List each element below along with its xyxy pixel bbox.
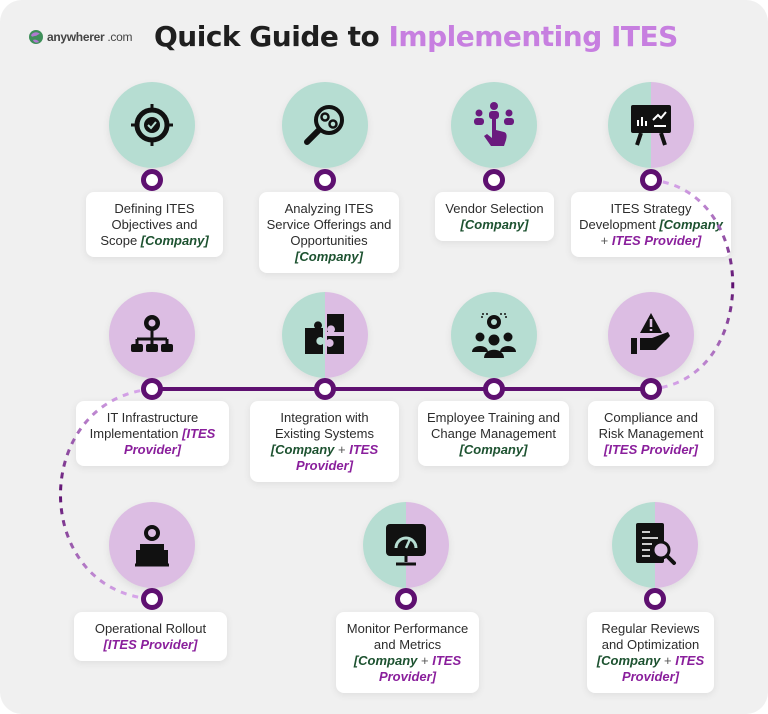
timeline-node: [640, 169, 662, 191]
step-card: Vendor Selection [Company]: [435, 192, 554, 241]
logo-suffix: .com: [107, 30, 133, 44]
role-company: [Company: [596, 653, 661, 668]
timeline-node: [314, 378, 336, 400]
step-card: Employee Training and Change Management …: [418, 401, 569, 466]
magnifier-gears-icon: [304, 105, 344, 145]
step-card: IT Infrastructure Implementation [ITES P…: [76, 401, 229, 466]
step-title: Operational Rollout: [94, 621, 207, 636]
role-company: [Company]: [460, 217, 529, 232]
role-company: [Company: [353, 653, 418, 668]
role-provider: ITES Provider]: [611, 233, 702, 248]
step-icon-circle: [109, 82, 195, 168]
step-title: Monitor Performance and Metrics: [346, 621, 469, 652]
step-card: Compliance and Risk Management [ITES Pro…: [588, 401, 714, 466]
step-card: Analyzing ITES Service Offerings and Opp…: [259, 192, 399, 273]
step-icon-circle: [608, 292, 694, 378]
step-icon-circle: [282, 292, 368, 378]
role-plus: +: [417, 653, 433, 668]
role-company: [Company]: [459, 442, 528, 457]
step-icon-circle: [109, 502, 195, 588]
step-title: Vendor Selection: [445, 201, 544, 216]
hand-warning-icon: [631, 313, 670, 354]
step-title: Defining ITES Objectives and Scope: [100, 201, 198, 248]
role-company: [Company: [659, 217, 723, 232]
timeline-node: [141, 378, 163, 400]
dashed-connector-left: [59, 387, 153, 601]
step-card: ITES Strategy Development [Company + ITE…: [571, 192, 731, 257]
timeline-node: [483, 169, 505, 191]
step-icon-circle: [451, 82, 537, 168]
step-icon-circle: [612, 502, 698, 588]
role-plus: +: [600, 233, 612, 248]
role-company: [Company: [270, 442, 335, 457]
step-title: Integration with Existing Systems: [275, 410, 374, 441]
role-provider: ITES Provider]: [378, 653, 462, 684]
step-card: Operational Rollout [ITES Provider]: [74, 612, 227, 661]
team-gear-icon: [472, 313, 516, 358]
role-provider: [ITES Provider]: [123, 426, 216, 457]
role-provider: ITES Provider]: [295, 442, 379, 473]
step-title: ITES Strategy Development: [579, 201, 692, 232]
role-provider: [ITES Provider]: [103, 637, 198, 652]
document-search-icon: [636, 523, 676, 565]
timeline-node: [640, 378, 662, 400]
step-title: Employee Training and Change Management: [427, 410, 560, 441]
timeline-node: [483, 378, 505, 400]
title-highlight: Implementing ITES: [388, 20, 678, 53]
step-icon-circle: [363, 502, 449, 588]
step-card: Integration with Existing Systems [Compa…: [250, 401, 399, 482]
timeline-node: [141, 588, 163, 610]
puzzle-icon: [305, 314, 344, 354]
role-provider: ITES Provider]: [621, 653, 705, 684]
step-icon-circle: [451, 292, 537, 378]
step-card: Regular Reviews and Optimization [Compan…: [587, 612, 714, 693]
timeline-node: [141, 169, 163, 191]
role-plus: +: [334, 442, 350, 457]
presentation-chart-icon: [631, 105, 671, 146]
timeline-node: [314, 169, 336, 191]
timeline-node: [644, 588, 666, 610]
title-main: Quick Guide to: [154, 20, 389, 53]
role-company: [Company]: [140, 233, 209, 248]
step-card: Monitor Performance and Metrics [Company…: [336, 612, 479, 693]
logo: anywherer.com: [28, 29, 132, 45]
operator-laptop-icon: [135, 525, 169, 567]
dashed-connector-right: [650, 178, 735, 391]
timeline-node: [395, 588, 417, 610]
page-title: Quick Guide to Implementing ITES: [154, 20, 678, 53]
role-provider: [ITES Provider]: [604, 442, 698, 457]
hand-select-people-icon: [474, 102, 514, 146]
step-title: IT Infrastructure Implementation: [89, 410, 199, 441]
monitor-gauge-icon: [386, 524, 426, 566]
gear-network-icon: [131, 315, 173, 352]
step-title: Compliance and Risk Management: [598, 410, 704, 441]
step-card: Defining ITES Objectives and Scope [Comp…: [86, 192, 223, 257]
role-company: [Company]: [295, 249, 363, 264]
step-icon-circle: [608, 82, 694, 168]
globe-logo-icon: [29, 30, 43, 44]
logo-name: anywherer: [47, 30, 105, 44]
step-icon-circle: [282, 82, 368, 168]
step-title: Regular Reviews and Optimization: [601, 621, 700, 652]
target-check-icon: [131, 104, 173, 146]
step-title: Analyzing ITES Service Offerings and Opp…: [266, 201, 392, 248]
step-icon-circle: [109, 292, 195, 378]
role-plus: +: [660, 653, 676, 668]
